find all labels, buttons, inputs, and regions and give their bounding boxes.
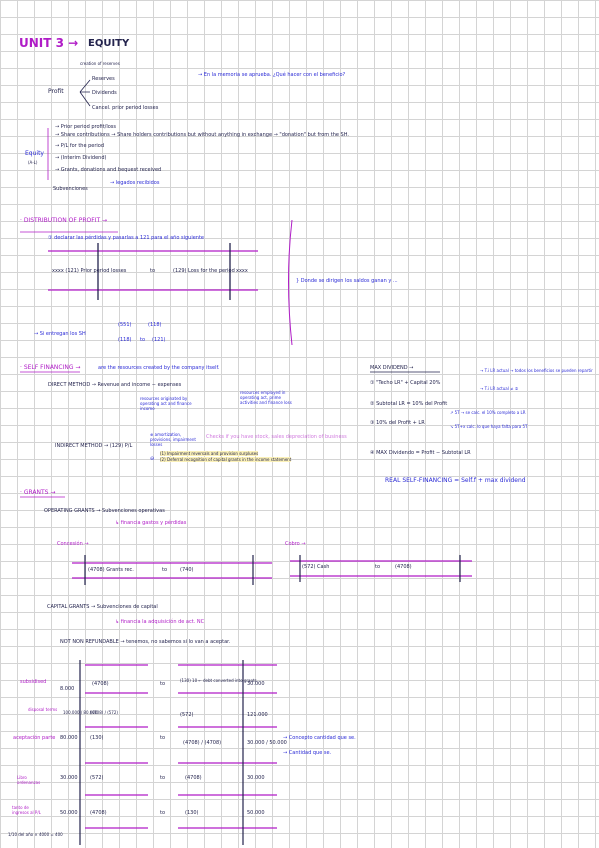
row-1-account-left: (4708)	[92, 681, 109, 687]
max-dividend-rule-1b: → T.i LR actual ≠ ②	[480, 386, 519, 391]
collect-label: Cobro →	[285, 541, 306, 547]
sh-account-b2: (121)	[152, 337, 166, 343]
highlight-note-1: (1) Impairment reversals and provision s…	[160, 451, 259, 456]
distribution-to: to	[150, 268, 156, 274]
profit-question: → En la memoria se aprueba. ¿Qué hacer c…	[198, 72, 346, 78]
row-2-label: disposal terms	[28, 707, 58, 712]
shareholders-note: → Si entregan los SH	[34, 331, 86, 337]
row-4-to: to	[160, 775, 166, 781]
row-1-label: subsidised	[20, 679, 47, 685]
self-financing-desc: are the resources created by the company…	[98, 365, 220, 371]
row-5-amount-right: 50.000	[247, 810, 265, 816]
indirect-minus: ⊖	[150, 456, 155, 462]
concession-label: Concesión →	[57, 541, 89, 547]
sh-account-a2: (118)	[148, 322, 162, 328]
operating-grants: OPERATING GRANTS → Subvenciones operativ…	[44, 508, 165, 514]
row-3-amount-left: 80.000	[60, 735, 78, 741]
row-1-amount-right: 30.000	[247, 681, 265, 687]
row-2-account-right: (572)	[180, 712, 194, 718]
row-1-amount-left: 8.000	[60, 686, 75, 692]
equity-item-7: → legados recibidos	[110, 180, 160, 186]
distribution-side-note: } Donde se dirigen los saldos ganan y ..…	[296, 278, 398, 284]
row-4-amount-right: 30.000	[247, 775, 265, 781]
entry-2-right: (4708)	[395, 564, 412, 570]
row-3-account-left: (130)	[90, 735, 104, 741]
branch-cancel-losses: Cancel. prior period losses	[92, 105, 159, 111]
row-2-amount-right: 121.000	[247, 712, 268, 718]
max-dividend-rule-4: ④ MAX Dividendo = Profit − Subtotal LR	[370, 450, 471, 456]
page-title: EQUITY	[88, 38, 130, 49]
equity-item-4: → (Interim Dividend)	[55, 155, 107, 161]
distribution-right-amount: xxxx	[236, 268, 248, 274]
profit-label: Profit	[48, 88, 64, 95]
row-4-account-right: (4708)	[185, 775, 202, 781]
max-dividend-rule-1: ① "Techo LR" + Capital 20%	[370, 380, 441, 386]
entry-2-to: to	[375, 564, 381, 570]
row-3-amount-right: 30.000 / 50.000	[247, 740, 287, 746]
equity-label: Equity	[25, 150, 44, 157]
sh-account-b: (118)	[118, 337, 132, 343]
max-dividend-title: MAX DIVIDEND →	[370, 365, 414, 371]
row-5-amount-left: 50.000	[60, 810, 78, 816]
self-financing-title: · SELF FINANCING →	[20, 364, 81, 371]
distribution-right-entry: (129) Loss for the period	[173, 268, 235, 274]
row-3-note-1: → Concepto cantidad que se.	[283, 735, 356, 741]
sh-to: to	[140, 337, 146, 343]
equity-item-5: → Grants, donations and bequest received	[55, 167, 162, 173]
max-dividend-rule-3: ③ 10% del Profit + LR	[370, 420, 425, 426]
row-5-to: to	[160, 810, 166, 816]
max-dividend-rule-1a: → T.i LR actual → todos los beneficios s…	[480, 368, 593, 373]
highlight-note-2: (2) Deferral recognition of capital gran…	[160, 457, 292, 462]
row-5-label: tanto de ingresos al P/L	[12, 805, 41, 815]
operating-grants-sub: ↳ financia gastos y pérdidas	[115, 520, 187, 526]
row-2-account-left: (4708) / (572)	[90, 710, 118, 715]
equity-sub: (A-L)	[28, 160, 38, 165]
row-3-to: to	[160, 735, 166, 741]
distribution-left-entry: xxxx (121) Prior period losses	[52, 268, 127, 274]
equity-item-2: → Share contributions → Share holders co…	[55, 132, 349, 138]
direct-note-b: resources employed in operating act, pri…	[240, 390, 292, 405]
entry-2-left: (572) Cash	[302, 564, 330, 570]
branch-reserves: Reserves	[92, 76, 115, 82]
row-3-account-right: (4708) / (4708)	[183, 740, 222, 746]
row-4-amount-left: 30.000	[60, 775, 78, 781]
distribution-step: ① declarar las pérdidas y pasarlas a 121…	[48, 235, 204, 241]
grants-title: · GRANTS →	[20, 489, 56, 496]
equity-item-3: → P/L for the period	[55, 143, 105, 149]
indirect-method: INDIRECT METHOD → (129) P/L	[55, 443, 133, 449]
row-4-label: Libro ordenanzas	[17, 775, 41, 785]
row-3-label: aceptación parte	[13, 735, 56, 741]
row-3-note-2: → Cantidad que se.	[283, 750, 332, 756]
row-5-account-left: (4708)	[90, 810, 107, 816]
row-1-to: to	[160, 681, 166, 687]
row-4-account-left: (572)	[90, 775, 104, 781]
direct-method: DIRECT METHOD → Revenue and income − exp…	[48, 382, 182, 388]
footer-note: 1/10 del año × 4000 = 400	[8, 832, 63, 837]
entry-1-to: to	[162, 567, 168, 573]
row-5-account-right: (130)	[185, 810, 199, 816]
entry-1-left: (4708) Grants rec.	[88, 567, 134, 573]
real-self-financing: REAL SELF-FINANCING = Self.f + max divid…	[385, 477, 526, 484]
creation-of-reserves: creation of reserves	[80, 61, 120, 66]
max-dividend-rule-3b: ↘ 5T+x calc. lo que haya falta para 5T	[450, 424, 528, 429]
direct-note-a: resources originated by operating act an…	[140, 396, 192, 411]
max-dividend-rule-2: ② Subtotal LR = 10% del Profit	[370, 401, 448, 407]
entry-1-right: (740)	[180, 567, 194, 573]
row-2-amount-left: 100.000 / 80.000	[63, 710, 98, 715]
row-1-account-right: (130) 10 ← debt converted into grants	[180, 678, 257, 683]
not-refund-note: NOT NON REFUNDABLE → tenemos, no sabemos…	[60, 639, 231, 645]
sh-account-a: (551)	[118, 322, 132, 328]
equity-item-1: → Prior period profit/loss	[55, 124, 117, 130]
capital-grants: CAPITAL GRANTS → Subvenciones de capital	[47, 604, 158, 610]
distribution-title: · DISTRIBUTION OF PROFIT →	[20, 217, 108, 224]
max-dividend-rule-3a: ↗ 5T → se calc. el 10% completo a LR	[450, 410, 526, 415]
unit-label: UNIT 3 →	[19, 36, 79, 50]
capital-grants-sub: ↳ financia la adquisición de act. NC	[115, 619, 205, 625]
equity-item-6: Subvenciones	[53, 186, 88, 192]
indirect-plus: ⊕ amortization, provisions, impairment l…	[150, 432, 196, 447]
indirect-pink-note: Checks if you have stock, sales deprecia…	[206, 434, 347, 440]
branch-dividends: Dividends	[92, 90, 117, 96]
